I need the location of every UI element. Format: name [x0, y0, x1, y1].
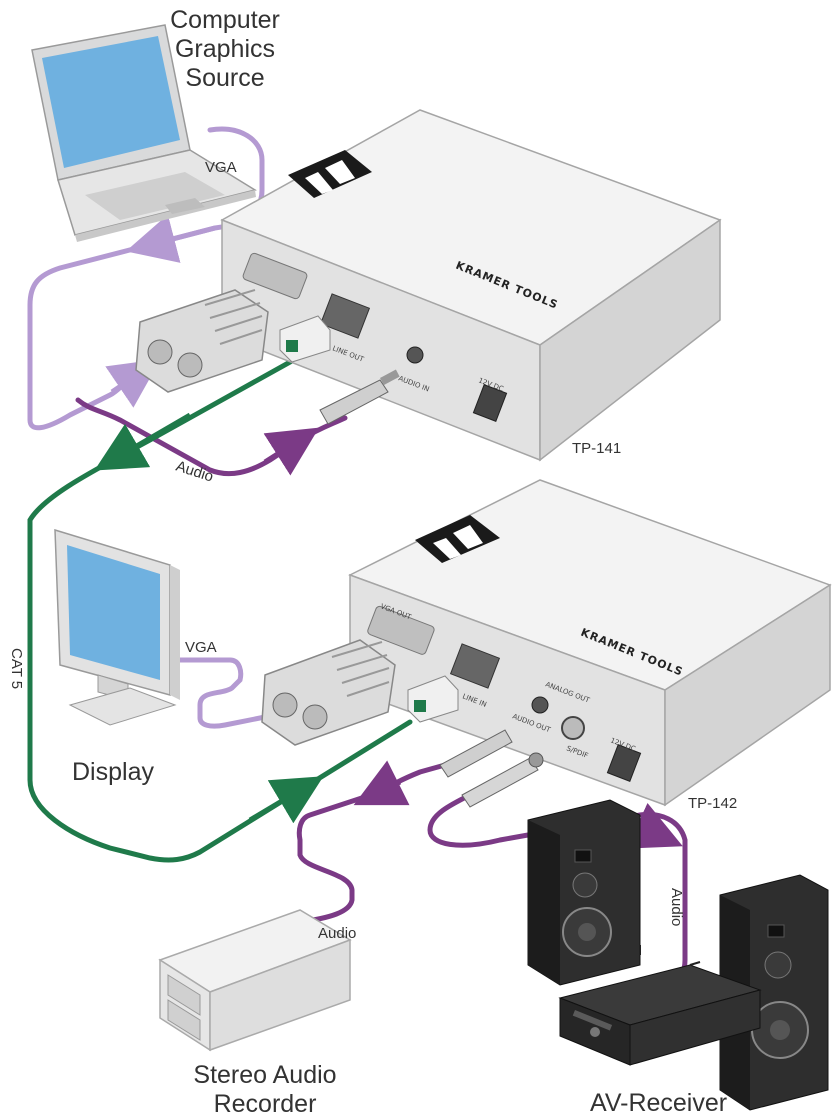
tp141-power-port	[472, 384, 508, 422]
cat5-label: CAT 5	[8, 648, 25, 689]
audio-plug-icon	[319, 369, 400, 425]
tp141-vga-port	[242, 252, 308, 300]
rj45-plug-icon	[407, 675, 459, 723]
laptop-icon	[31, 24, 257, 242]
tp142-label: TP-142	[688, 795, 737, 812]
recorder-label-line1: Stereo Audio	[193, 1061, 336, 1089]
tp141-device: KRAMER TOOLS LINE OUT AUDIO IN 12V DC	[220, 109, 722, 462]
av-receiver-icon	[558, 964, 762, 1066]
display-label: Display	[72, 758, 154, 786]
recorder-label-line2: Recorder	[214, 1090, 317, 1117]
vga-label-display: VGA	[185, 639, 217, 656]
vga-plug-icon	[135, 289, 269, 393]
kramer-logo-icon	[288, 150, 372, 198]
tp142-vga-port	[367, 605, 435, 655]
audio-label-receiver: Audio	[668, 888, 685, 926]
audio-label-recorder: Audio	[318, 925, 356, 942]
tp142-spdif-jack	[561, 716, 585, 740]
rca-plug-icon	[461, 752, 544, 808]
source-label-line2: Graphics	[175, 35, 275, 63]
speaker-left-icon	[527, 799, 641, 986]
audio-cable-recorder	[296, 762, 448, 925]
tp142-device: KRAMER TOOLS VGA OUT LINE IN AUDIO OUT S…	[348, 479, 832, 807]
audio-cable-tp141	[75, 397, 348, 477]
stereo-recorder-icon	[158, 909, 352, 1052]
av-receiver-label: AV-Receiver	[590, 1089, 727, 1117]
speaker-right-icon	[719, 874, 829, 1111]
rj45-plug-icon	[279, 315, 331, 363]
tp142-audio-jack	[531, 696, 549, 714]
vga-plug-icon	[261, 639, 396, 746]
vga-cable-display	[172, 657, 278, 729]
vga-label-top: VGA	[205, 159, 237, 176]
tp142-rj45-port	[449, 643, 501, 689]
tp141-label: TP-141	[572, 440, 621, 457]
kramer-logo-icon	[415, 515, 500, 563]
source-label-line1: Computer	[170, 6, 280, 34]
audio-label-tp141: Audio	[174, 458, 216, 486]
tp142-power-port	[606, 744, 642, 782]
tp141-rj45-port	[319, 293, 371, 339]
audio-plug-icon	[439, 729, 513, 778]
source-label-line3: Source	[185, 64, 264, 92]
tp141-audio-jack	[406, 346, 424, 364]
monitor-icon	[54, 528, 180, 726]
